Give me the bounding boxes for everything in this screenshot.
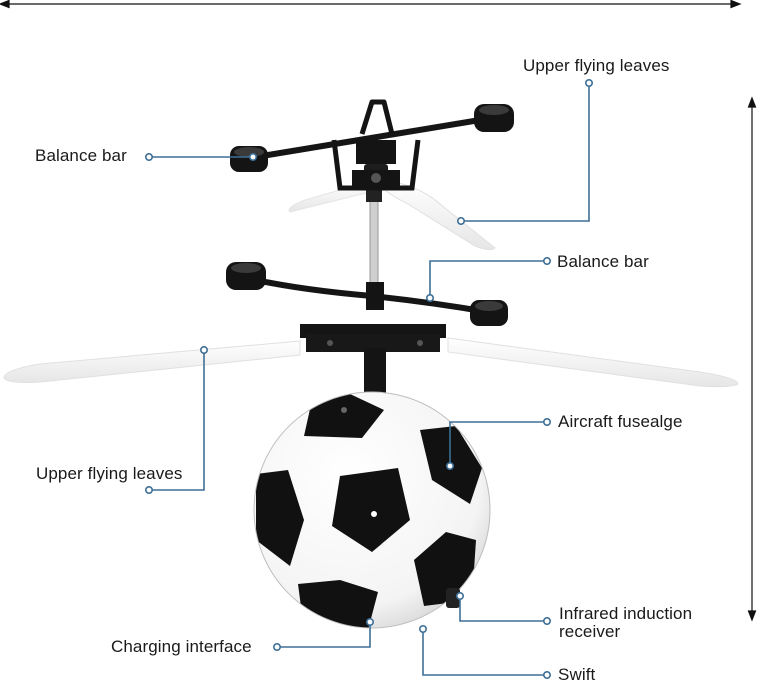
label-infrared-induction-receiver: Infrared induction receiver: [559, 605, 692, 641]
upper-balance-bar: [230, 99, 514, 191]
leader-aircraft-fuselage: [449, 421, 547, 466]
height-dimension-arrow: [747, 96, 757, 622]
leader-upper-leaves-top: [461, 83, 590, 222]
label-upper-flying-leaves-left: Upper flying leaves: [36, 464, 183, 483]
label-balance-bar-right: Balance bar: [557, 252, 649, 271]
leader-end-dots: [145, 79, 593, 679]
lower-balance-bar: [226, 262, 508, 394]
label-infrared-line2: receiver: [559, 622, 621, 641]
leader-upper-leaves-left: [149, 350, 205, 491]
label-charging-interface: Charging interface: [111, 637, 252, 656]
rotor-mast: [366, 189, 382, 291]
leader-infrared: [459, 596, 547, 622]
leader-charging: [277, 622, 371, 648]
leader-lines: [149, 83, 590, 676]
label-balance-bar-left: Balance bar: [35, 146, 127, 165]
label-swift: Swift: [558, 665, 596, 684]
lower-rotor-blades: [3, 337, 739, 388]
leader-balance-bar-right: [429, 260, 547, 298]
label-infrared-line1: Infrared induction: [559, 604, 693, 623]
leader-swift: [422, 629, 547, 676]
label-upper-flying-leaves-top: Upper flying leaves: [523, 56, 670, 75]
width-dimension-arrow: [0, 0, 742, 9]
label-aircraft-fuselage: Aircraft fusealge: [558, 412, 683, 431]
football-fuselage: [253, 391, 491, 629]
